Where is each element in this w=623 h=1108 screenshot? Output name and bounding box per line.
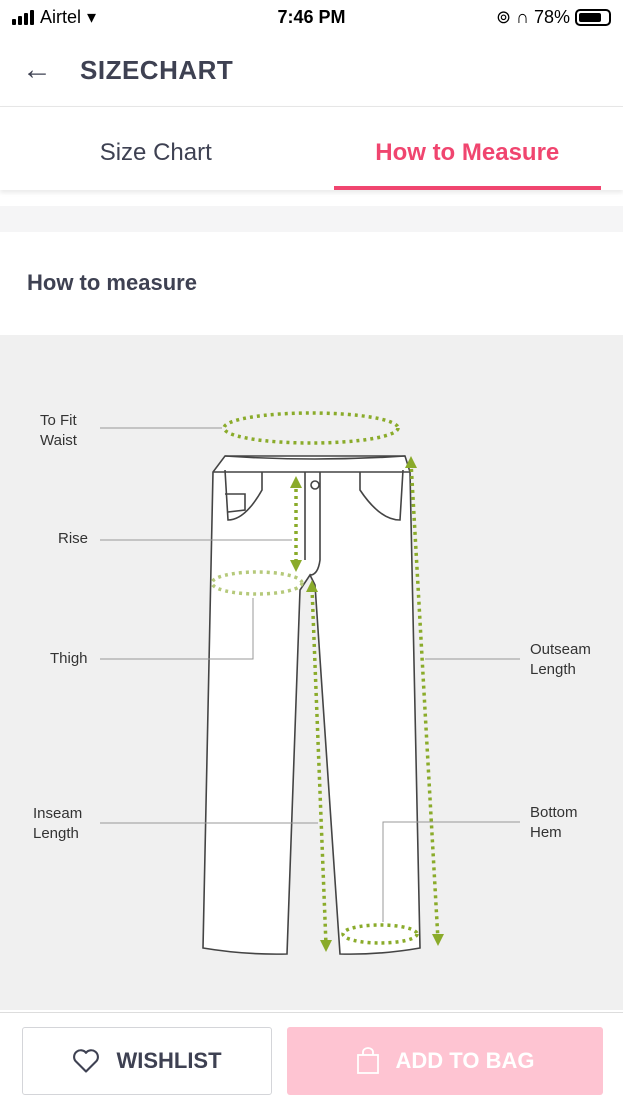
back-arrow-icon[interactable]: ← — [22, 53, 52, 86]
hem-measure — [341, 923, 419, 945]
battery-icon — [575, 9, 611, 26]
tab-how-to-measure[interactable]: How to Measure — [312, 107, 623, 190]
wishlist-button[interactable]: WISHLIST — [22, 1027, 272, 1095]
label-outseam-2: Length — [530, 661, 576, 678]
leader-lines — [100, 427, 520, 922]
label-inseam-1: Inseam — [33, 805, 82, 822]
add-to-bag-button[interactable]: ADD TO BAG — [287, 1027, 603, 1095]
app-header: ← SIZECHART — [0, 36, 623, 104]
action-bar: WISHLIST ADD TO BAG — [0, 1012, 623, 1108]
tab-size-chart[interactable]: Size Chart — [99, 139, 212, 166]
clock: 7:46 PM — [277, 7, 346, 27]
label-inseam-2: Length — [33, 825, 79, 842]
tab-bar: Size Chart How to Measure — [0, 106, 623, 190]
wishlist-label: WISHLIST — [116, 1048, 222, 1073]
rotation-lock-icon: ⊚ — [495, 7, 512, 27]
label-hem-1: Bottom — [530, 804, 578, 821]
outseam-measure — [409, 461, 440, 941]
heart-icon — [73, 1049, 100, 1073]
bag-icon — [356, 1047, 379, 1074]
measure-diagram: To Fit Waist Rise Thigh Inseam Length Ou… — [0, 335, 623, 1010]
measure-marks — [210, 411, 440, 946]
add-to-bag-label: ADD TO BAG — [395, 1048, 535, 1073]
carrier: Airtel — [40, 7, 82, 27]
headphones-icon: ∩ — [516, 7, 529, 27]
signal-icon — [12, 10, 34, 25]
page-title: SIZECHART — [80, 54, 234, 85]
label-rise: Rise — [58, 530, 88, 547]
divider — [0, 206, 623, 232]
waist-measure — [222, 411, 400, 445]
thigh-measure — [210, 570, 304, 596]
section-title: How to measure — [27, 270, 197, 295]
pants-illustration — [202, 455, 421, 955]
label-waist-2: Waist — [40, 432, 78, 449]
wifi-icon: ▾ — [87, 7, 97, 27]
label-hem-2: Hem — [530, 824, 562, 841]
status-bar: Airtel▾ 7:46 PM ⊚∩78% — [0, 0, 623, 36]
label-outseam-1: Outseam — [530, 641, 591, 658]
label-waist-1: To Fit — [40, 412, 78, 429]
battery-percent: 78% — [533, 7, 570, 27]
label-thigh: Thigh — [50, 650, 88, 667]
